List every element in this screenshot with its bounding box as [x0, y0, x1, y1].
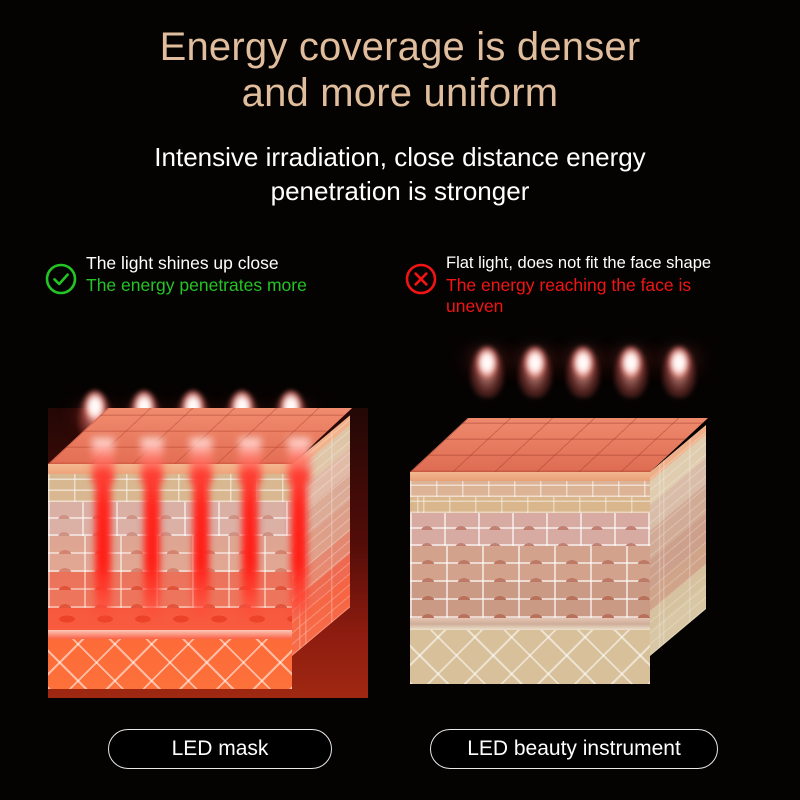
led-lamp — [470, 346, 504, 398]
led-lamp — [614, 346, 648, 398]
label-led-mask[interactable]: LED mask — [108, 729, 332, 769]
pill-right-text: LED beauty instrument — [467, 737, 681, 760]
layer-cells-2 — [410, 546, 650, 582]
caption-right-line-2: The energy reaching the face is — [446, 275, 692, 295]
layer-dermis-divider — [48, 630, 292, 639]
check-circle-icon — [44, 262, 78, 296]
caption-led-beauty-instrument: Flat light, does not fit the face shape … — [404, 252, 784, 317]
subtitle-line-1: Intensive irradiation, close distance en… — [154, 142, 646, 172]
skin-prism — [410, 418, 728, 690]
subtitle-line-2: penetration is stronger — [270, 176, 530, 206]
caption-text: Flat light, does not fit the face shape … — [446, 252, 784, 317]
led-lamp — [566, 346, 600, 398]
label-led-beauty-instrument[interactable]: LED beauty instrument — [430, 729, 718, 769]
layer-dermis-divider — [410, 618, 650, 630]
layer-cells-1 — [410, 513, 650, 546]
pill-left-text: LED mask — [171, 737, 269, 760]
caption-led-mask: The light shines up close The energy pen… — [44, 252, 394, 296]
title-line-2: and more uniform — [241, 71, 559, 115]
x-circle-icon — [404, 262, 438, 296]
led-lamp — [662, 346, 696, 398]
caption-right-line-3: uneven — [446, 296, 504, 316]
layer-stratum-corneum — [410, 481, 650, 497]
layer-cells-3 — [48, 572, 292, 608]
layer-stratum-corneum — [48, 474, 292, 502]
caption-left-line-1: The light shines up close — [86, 253, 279, 273]
layer-epidermis-band — [410, 472, 650, 481]
led-lamp-row-right — [457, 328, 709, 402]
page-subtitle: Intensive irradiation, close distance en… — [60, 140, 740, 208]
layer-cells-1 — [48, 502, 292, 536]
title-line-1: Energy coverage is denser — [159, 25, 641, 69]
caption-right-line-1: Flat light, does not fit the face shape — [446, 254, 712, 272]
led-lamp — [518, 346, 552, 398]
skin-block-beauty-instrument — [410, 418, 728, 690]
layer-cells-3 — [410, 582, 650, 618]
caption-text: The light shines up close The energy pen… — [86, 252, 394, 296]
layer-dermis — [48, 608, 292, 630]
layer-epidermis-band — [48, 464, 292, 474]
layer-hypodermis — [48, 639, 292, 689]
page-title: Energy coverage is denser and more unifo… — [0, 24, 800, 116]
caption-left-line-2: The energy penetrates more — [86, 275, 307, 295]
skin-block-led-mask — [48, 408, 368, 698]
skin-prism — [48, 408, 368, 698]
layer-cells-2 — [48, 536, 292, 572]
layer-hypodermis — [410, 630, 650, 684]
layer-stratum-granulosum — [410, 497, 650, 513]
